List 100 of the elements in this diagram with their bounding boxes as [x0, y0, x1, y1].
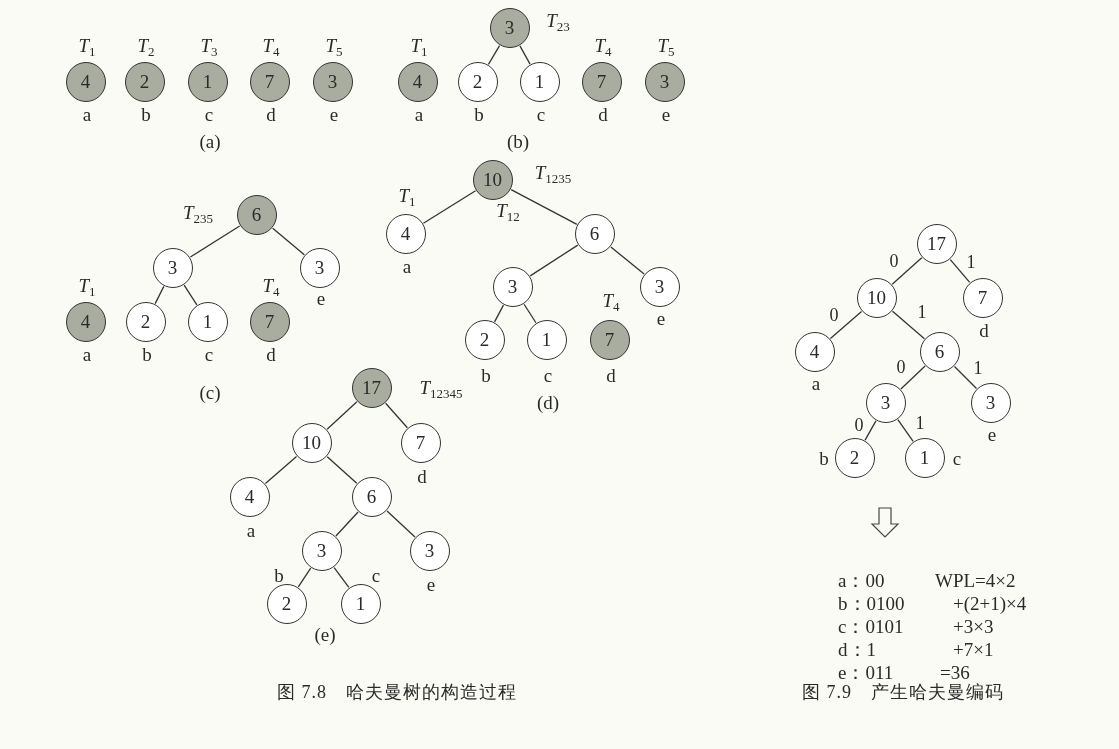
edge-label: 1 [972, 359, 984, 377]
weight-number: 3 [326, 69, 339, 94]
subfigure-label: (c) [199, 383, 221, 403]
tree-node [919, 331, 960, 372]
leaf-label: a [402, 257, 412, 277]
weight-number: 10 [482, 167, 503, 192]
weight-number: 1 [540, 327, 553, 352]
tree-edge [891, 257, 923, 285]
subtree-label: T$_{5}$ [325, 35, 343, 62]
weight-number: 7 [976, 285, 989, 310]
tree-edge [386, 510, 416, 538]
weight-number: 7 [414, 430, 427, 455]
weight-number: 1 [354, 591, 367, 616]
code-text: =36 [940, 663, 970, 683]
tree-edge [326, 401, 358, 430]
leaf-label: d [417, 467, 427, 487]
figure-caption: 图 7.8 哈夫曼树的构造过程 [277, 682, 517, 702]
weight-number: 3 [166, 255, 179, 280]
subfigure-label: (e) [314, 625, 336, 645]
code-text: +(2+1)×4 [953, 594, 1027, 614]
leaf-label: b [819, 449, 829, 469]
leaf-label: a [82, 105, 92, 125]
leaf-label: c [371, 566, 381, 586]
leaf-label: e [426, 575, 436, 595]
tree-edge [891, 310, 926, 340]
edge-label: 0 [853, 416, 865, 434]
code-text: a：00 [838, 571, 885, 591]
subtree-label: T$_{5}$ [657, 35, 675, 62]
tree-edge [897, 419, 914, 442]
weight-number: 1 [918, 445, 931, 470]
subtree-label: T$_{3}$ [200, 35, 218, 62]
tree-edge [829, 310, 863, 340]
tree-edge [272, 227, 305, 256]
subtree-label: T$_{1235}$ [534, 162, 572, 189]
weight-number: 7 [595, 69, 608, 94]
leaf-label: a [246, 521, 256, 541]
code-text: d：1 [838, 640, 876, 660]
tree-edge [949, 258, 971, 284]
edge-label: 1 [965, 253, 977, 271]
weight-number: 3 [315, 538, 328, 563]
weight-number: 3 [423, 538, 436, 563]
weight-number: 6 [588, 221, 601, 246]
weight-number: 2 [471, 69, 484, 94]
edge-label: 0 [888, 252, 900, 270]
tree-edge [297, 567, 312, 588]
tree-node [574, 213, 615, 254]
leaf-label: c [204, 345, 214, 365]
weight-number: 7 [263, 69, 276, 94]
leaf-label: b [142, 345, 152, 365]
weight-number: 3 [984, 390, 997, 415]
leaf-label: d [266, 105, 276, 125]
weight-number: 4 [411, 69, 424, 94]
tree-edge [183, 284, 198, 306]
weight-number: 2 [138, 69, 151, 94]
weight-number: 17 [926, 231, 947, 256]
leaf-label: a [82, 345, 92, 365]
subfigure-label: (b) [506, 132, 530, 152]
tree-edge [519, 45, 531, 65]
tree-edge [335, 511, 359, 537]
leaf-label: d [979, 321, 989, 341]
tree-edge [523, 303, 537, 324]
leaf-label: d [266, 345, 276, 365]
weight-number: 6 [250, 202, 263, 227]
edge-label: 1 [914, 414, 926, 432]
subtree-label: T$_{4}$ [262, 275, 280, 302]
leaf-label: e [656, 309, 666, 329]
tree-node [916, 223, 957, 264]
weight-number: 3 [506, 274, 519, 299]
code-text: +3×3 [953, 617, 994, 637]
leaf-label: b [141, 105, 151, 125]
subtree-label: T$_{23}$ [546, 10, 570, 37]
subtree-label: T$_{12345}$ [419, 377, 463, 404]
subtree-label: T$_{4}$ [602, 290, 620, 317]
weight-number: 4 [399, 221, 412, 246]
weight-number: 2 [478, 327, 491, 352]
edge-label: 1 [916, 303, 928, 321]
subtree-label: T$_{12}$ [496, 200, 520, 227]
code-text: c：0101 [838, 617, 904, 637]
code-text: b：0100 [838, 594, 905, 614]
weight-number: 6 [933, 339, 946, 364]
subtree-label: T$_{4}$ [594, 35, 612, 62]
tree-node [301, 530, 342, 571]
weight-number: 4 [79, 69, 92, 94]
weight-number: 17 [361, 375, 382, 400]
tree-edge [189, 225, 241, 258]
leaf-label: c [952, 449, 962, 469]
leaf-label: a [414, 105, 424, 125]
tree-edge [953, 365, 978, 390]
weight-number: 10 [866, 285, 887, 310]
weight-number: 3 [879, 390, 892, 415]
weight-number: 3 [658, 69, 671, 94]
leaf-label: a [811, 374, 821, 394]
weight-number: 1 [201, 69, 214, 94]
code-text: e：011 [838, 663, 894, 683]
tree-edge [487, 45, 501, 65]
tree-edge [422, 190, 477, 224]
code-text: +7×1 [953, 640, 994, 660]
tree-edge [154, 285, 165, 305]
code-text: WPL=4×2 [935, 571, 1016, 591]
weight-number: 4 [79, 309, 92, 334]
